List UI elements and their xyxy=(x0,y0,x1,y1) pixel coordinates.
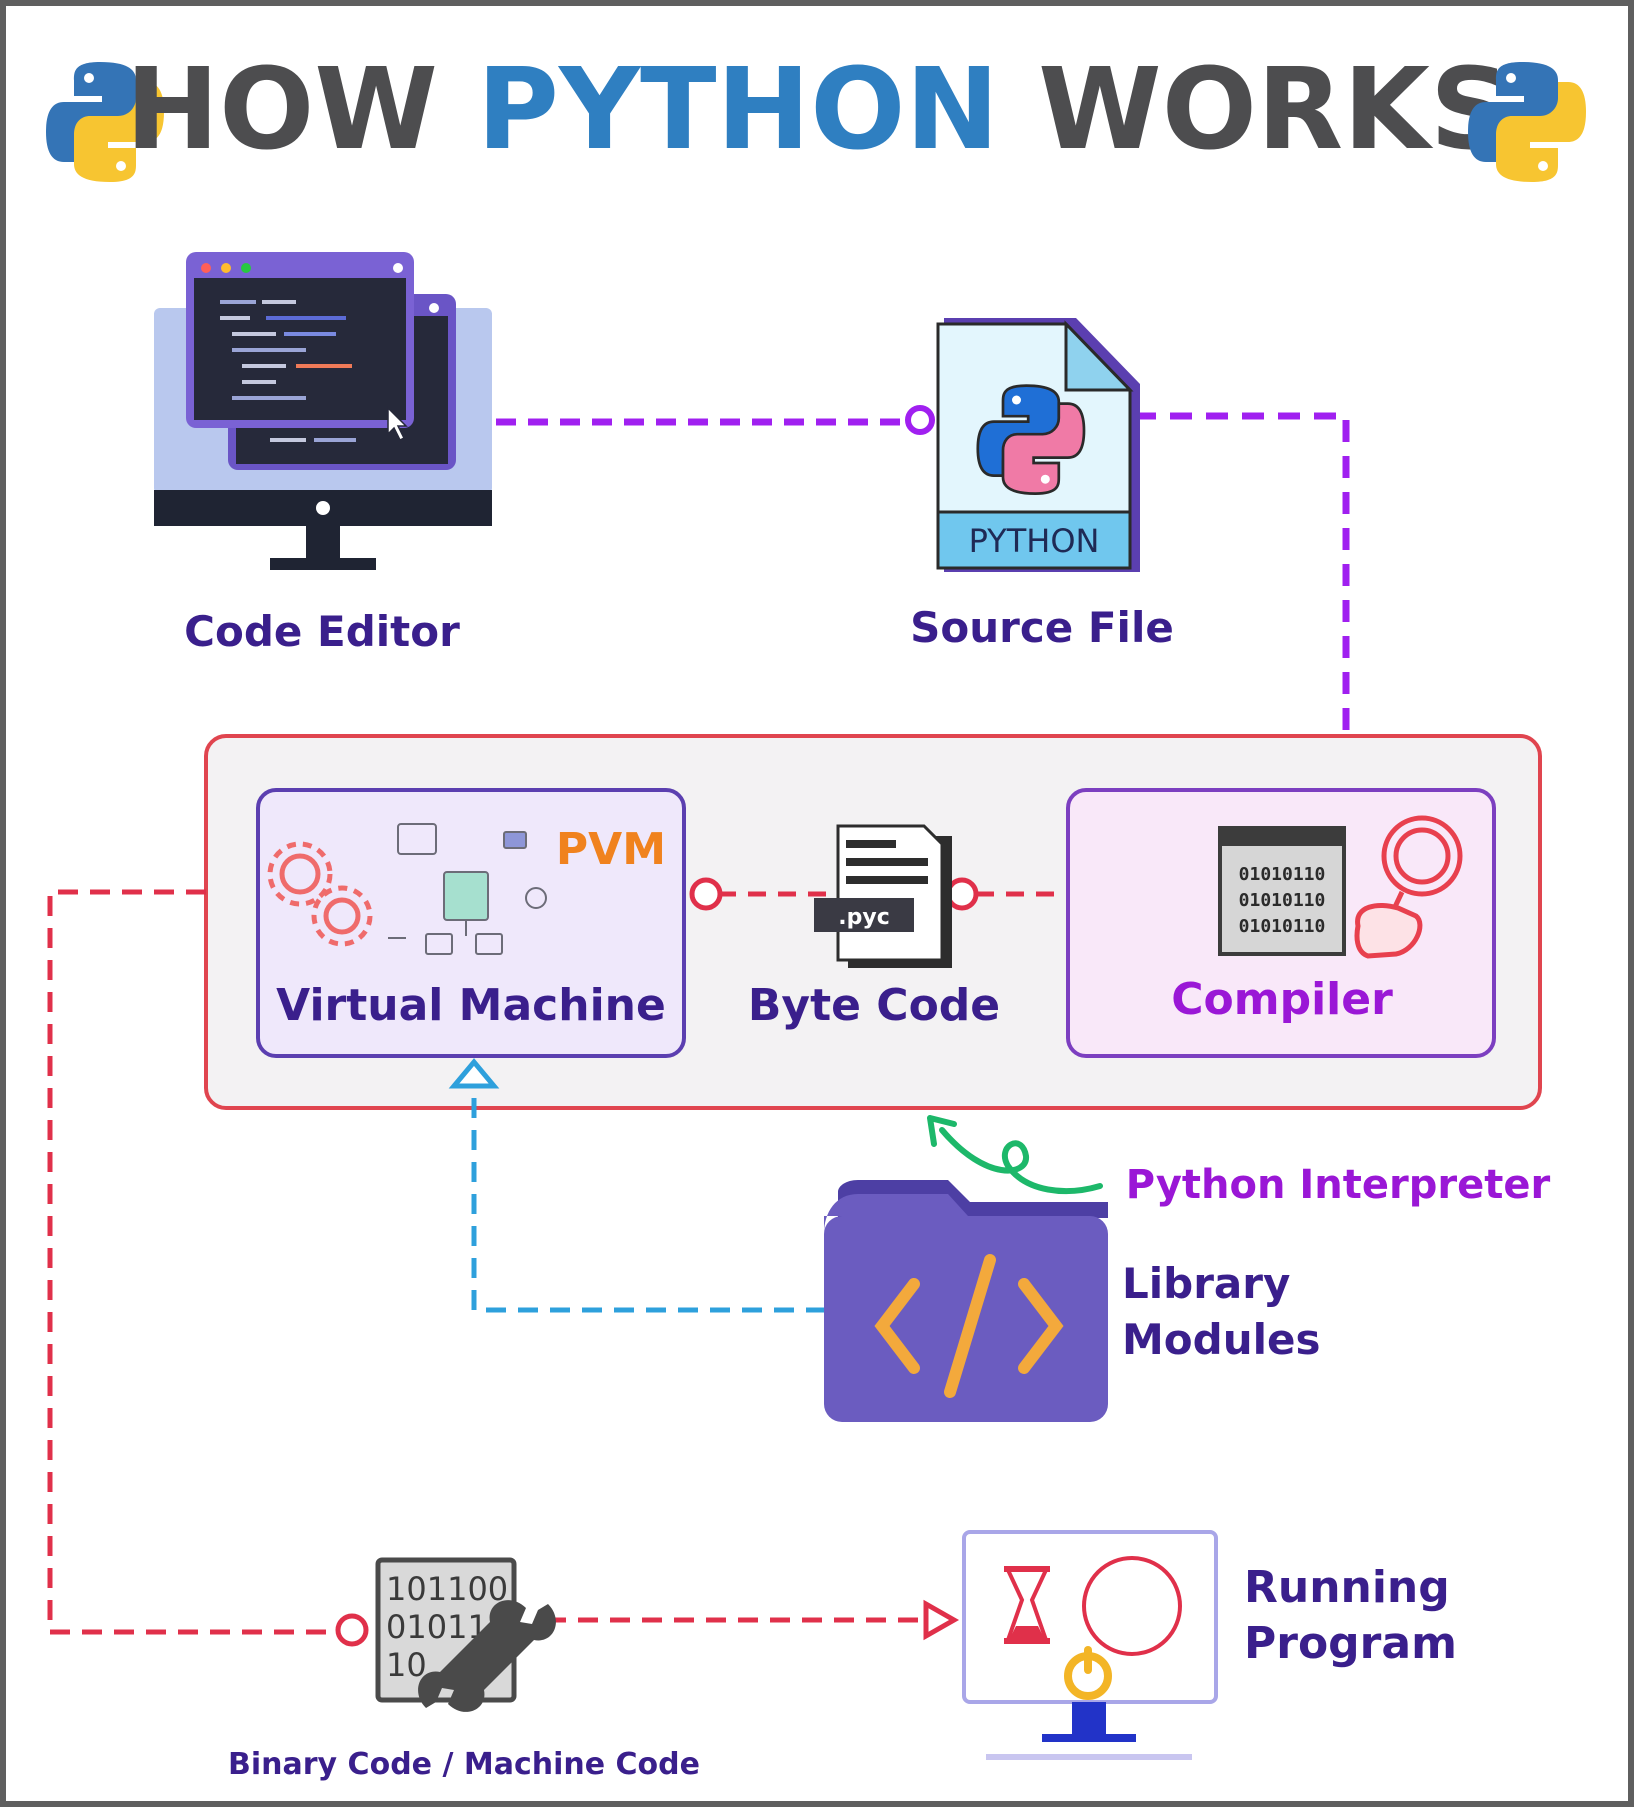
monitor-code-icon xyxy=(154,252,492,570)
folder-code-icon xyxy=(824,1180,1108,1422)
virtual-machine-label: Virtual Machine xyxy=(276,980,666,1031)
binary-digits-1: 101100 xyxy=(386,1570,508,1608)
python-file-icon: PYTHON xyxy=(936,318,1140,572)
byte-code-label: Byte Code xyxy=(748,980,1000,1031)
library-modules-label-line2: Modules xyxy=(1122,1315,1321,1364)
page-title: HOW PYTHON WORKS xyxy=(125,45,1510,175)
compiler-bits-3: 01010110 xyxy=(1239,916,1326,937)
python-interpreter-label: Python Interpreter xyxy=(1126,1162,1551,1208)
connector-arrowhead xyxy=(923,1599,960,1641)
python-logo-icon xyxy=(1468,62,1586,182)
connector-dot xyxy=(905,405,935,435)
connector-source-to-compiler xyxy=(1134,412,1350,746)
magnifier-hand-icon xyxy=(1354,815,1463,959)
pyc-tag: .pyc xyxy=(838,905,890,930)
title-how: HOW xyxy=(125,45,476,175)
gears-icon xyxy=(267,841,373,947)
document-pyc-icon: .pyc xyxy=(814,824,952,968)
library-modules-label-line1: Library xyxy=(1122,1259,1290,1308)
binary-digits-3: 10 xyxy=(386,1646,427,1684)
running-program-label-line2: Program xyxy=(1244,1618,1457,1669)
compiler-label: Compiler xyxy=(1171,974,1393,1025)
binary-wrench-icon: 101100 01011 10 xyxy=(375,1557,556,1712)
source-file-label: Source File xyxy=(910,603,1174,652)
curly-arrow-icon xyxy=(927,1115,1103,1194)
title-works: WORKS xyxy=(999,45,1510,175)
source-file-badge: PYTHON xyxy=(969,522,1100,560)
compiler-bits-1: 01010110 xyxy=(1239,864,1326,885)
connector-arrowhead xyxy=(448,1058,500,1089)
virtual-machine-box xyxy=(256,788,686,1058)
diagram-canvas: HOW PYTHON WORKS PVM Virtual Machine xyxy=(46,45,1586,1782)
connector-dot xyxy=(689,877,723,911)
title-python: PYTHON xyxy=(477,45,999,175)
binary-code-label: Binary Code / Machine Code xyxy=(228,1747,700,1782)
connector-dot xyxy=(945,877,979,911)
pvm-label: PVM xyxy=(556,824,666,875)
running-program-label-line1: Running xyxy=(1244,1562,1450,1613)
connector-dot xyxy=(335,1613,369,1647)
computer-network-icon xyxy=(388,823,547,955)
python-logo-icon xyxy=(46,62,164,182)
infographic: HOW PYTHON WORKS PVM Virtual Machine xyxy=(6,6,1628,1801)
code-editor-label: Code Editor xyxy=(184,607,460,656)
connector-vm-to-binary xyxy=(47,889,336,1635)
connector-library-to-vm xyxy=(471,1066,824,1313)
compiler-bits-2: 01010110 xyxy=(1239,890,1326,911)
hourglass-screen-icon xyxy=(962,1530,1218,1760)
binary-digits-2: 01011 xyxy=(386,1608,488,1646)
binary-screen-icon: 01010110 01010110 01010110 xyxy=(1218,826,1346,956)
